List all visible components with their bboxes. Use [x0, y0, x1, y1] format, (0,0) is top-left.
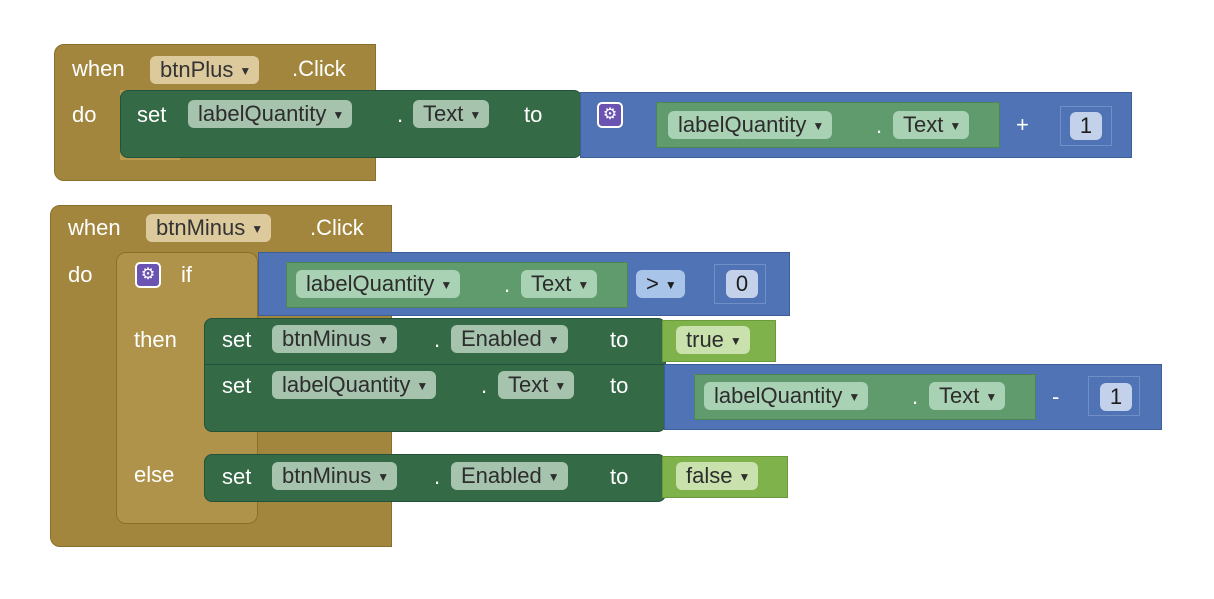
else-label: else — [134, 462, 175, 487]
to-label: to — [524, 102, 543, 127]
set-component-dropdown[interactable]: btnMinus▼ — [272, 325, 398, 353]
set-component-dropdown[interactable]: labelQuantity▼ — [188, 100, 353, 128]
to-label: to — [610, 373, 629, 398]
set-property-dropdown[interactable]: Text▼ — [498, 371, 575, 399]
getter-component-dropdown[interactable]: labelQuantity▼ — [668, 111, 833, 139]
event-name-label: .Click — [310, 215, 364, 240]
getter-component-dropdown[interactable]: labelQuantity▼ — [704, 382, 869, 410]
if-label: if — [181, 262, 192, 287]
gear-icon[interactable]: ⚙ — [135, 262, 161, 288]
to-label: to — [610, 327, 629, 352]
dot-separator: . — [434, 327, 441, 352]
set-label: set — [222, 373, 252, 398]
plus-operator: + — [1016, 112, 1029, 137]
set-property-dropdown[interactable]: Enabled▼ — [451, 462, 568, 490]
dot-separator: . — [504, 272, 511, 297]
minus-operator: - — [1052, 384, 1060, 409]
dot-separator: . — [481, 373, 488, 398]
when-label: when — [68, 215, 121, 240]
bool-value-dropdown[interactable]: false▼ — [676, 462, 759, 490]
set-component-dropdown[interactable]: btnMinus▼ — [272, 462, 398, 490]
getter-property-dropdown[interactable]: Text▼ — [929, 382, 1006, 410]
do-label: do — [68, 262, 93, 287]
event-component-dropdown[interactable]: btnMinus▼ — [146, 214, 272, 242]
gear-icon[interactable]: ⚙ — [597, 102, 623, 128]
event-name-label: .Click — [292, 56, 346, 81]
number-block[interactable]: 1 — [1070, 112, 1102, 140]
dot-separator: . — [397, 102, 404, 127]
to-label: to — [610, 464, 629, 489]
bool-value-dropdown[interactable]: true▼ — [676, 326, 750, 354]
dot-separator: . — [912, 384, 919, 409]
when-label: when — [72, 56, 125, 81]
set-property-dropdown[interactable]: Text▼ — [413, 100, 490, 128]
do-label: do — [72, 102, 97, 127]
dot-separator: . — [434, 464, 441, 489]
event-component-dropdown[interactable]: btnPlus▼ — [150, 56, 260, 84]
set-label: set — [137, 102, 167, 127]
getter-property-dropdown[interactable]: Text▼ — [521, 270, 598, 298]
set-property-dropdown[interactable]: Enabled▼ — [451, 325, 568, 353]
set-component-dropdown[interactable]: labelQuantity▼ — [272, 371, 437, 399]
compare-operator-dropdown[interactable]: >▼ — [636, 270, 685, 298]
set-label: set — [222, 464, 252, 489]
getter-component-dropdown[interactable]: labelQuantity▼ — [296, 270, 461, 298]
then-label: then — [134, 327, 177, 352]
number-block[interactable]: 0 — [726, 270, 758, 298]
getter-property-dropdown[interactable]: Text▼ — [893, 111, 970, 139]
number-block[interactable]: 1 — [1100, 383, 1132, 411]
dot-separator: . — [876, 113, 883, 138]
set-label: set — [222, 327, 252, 352]
